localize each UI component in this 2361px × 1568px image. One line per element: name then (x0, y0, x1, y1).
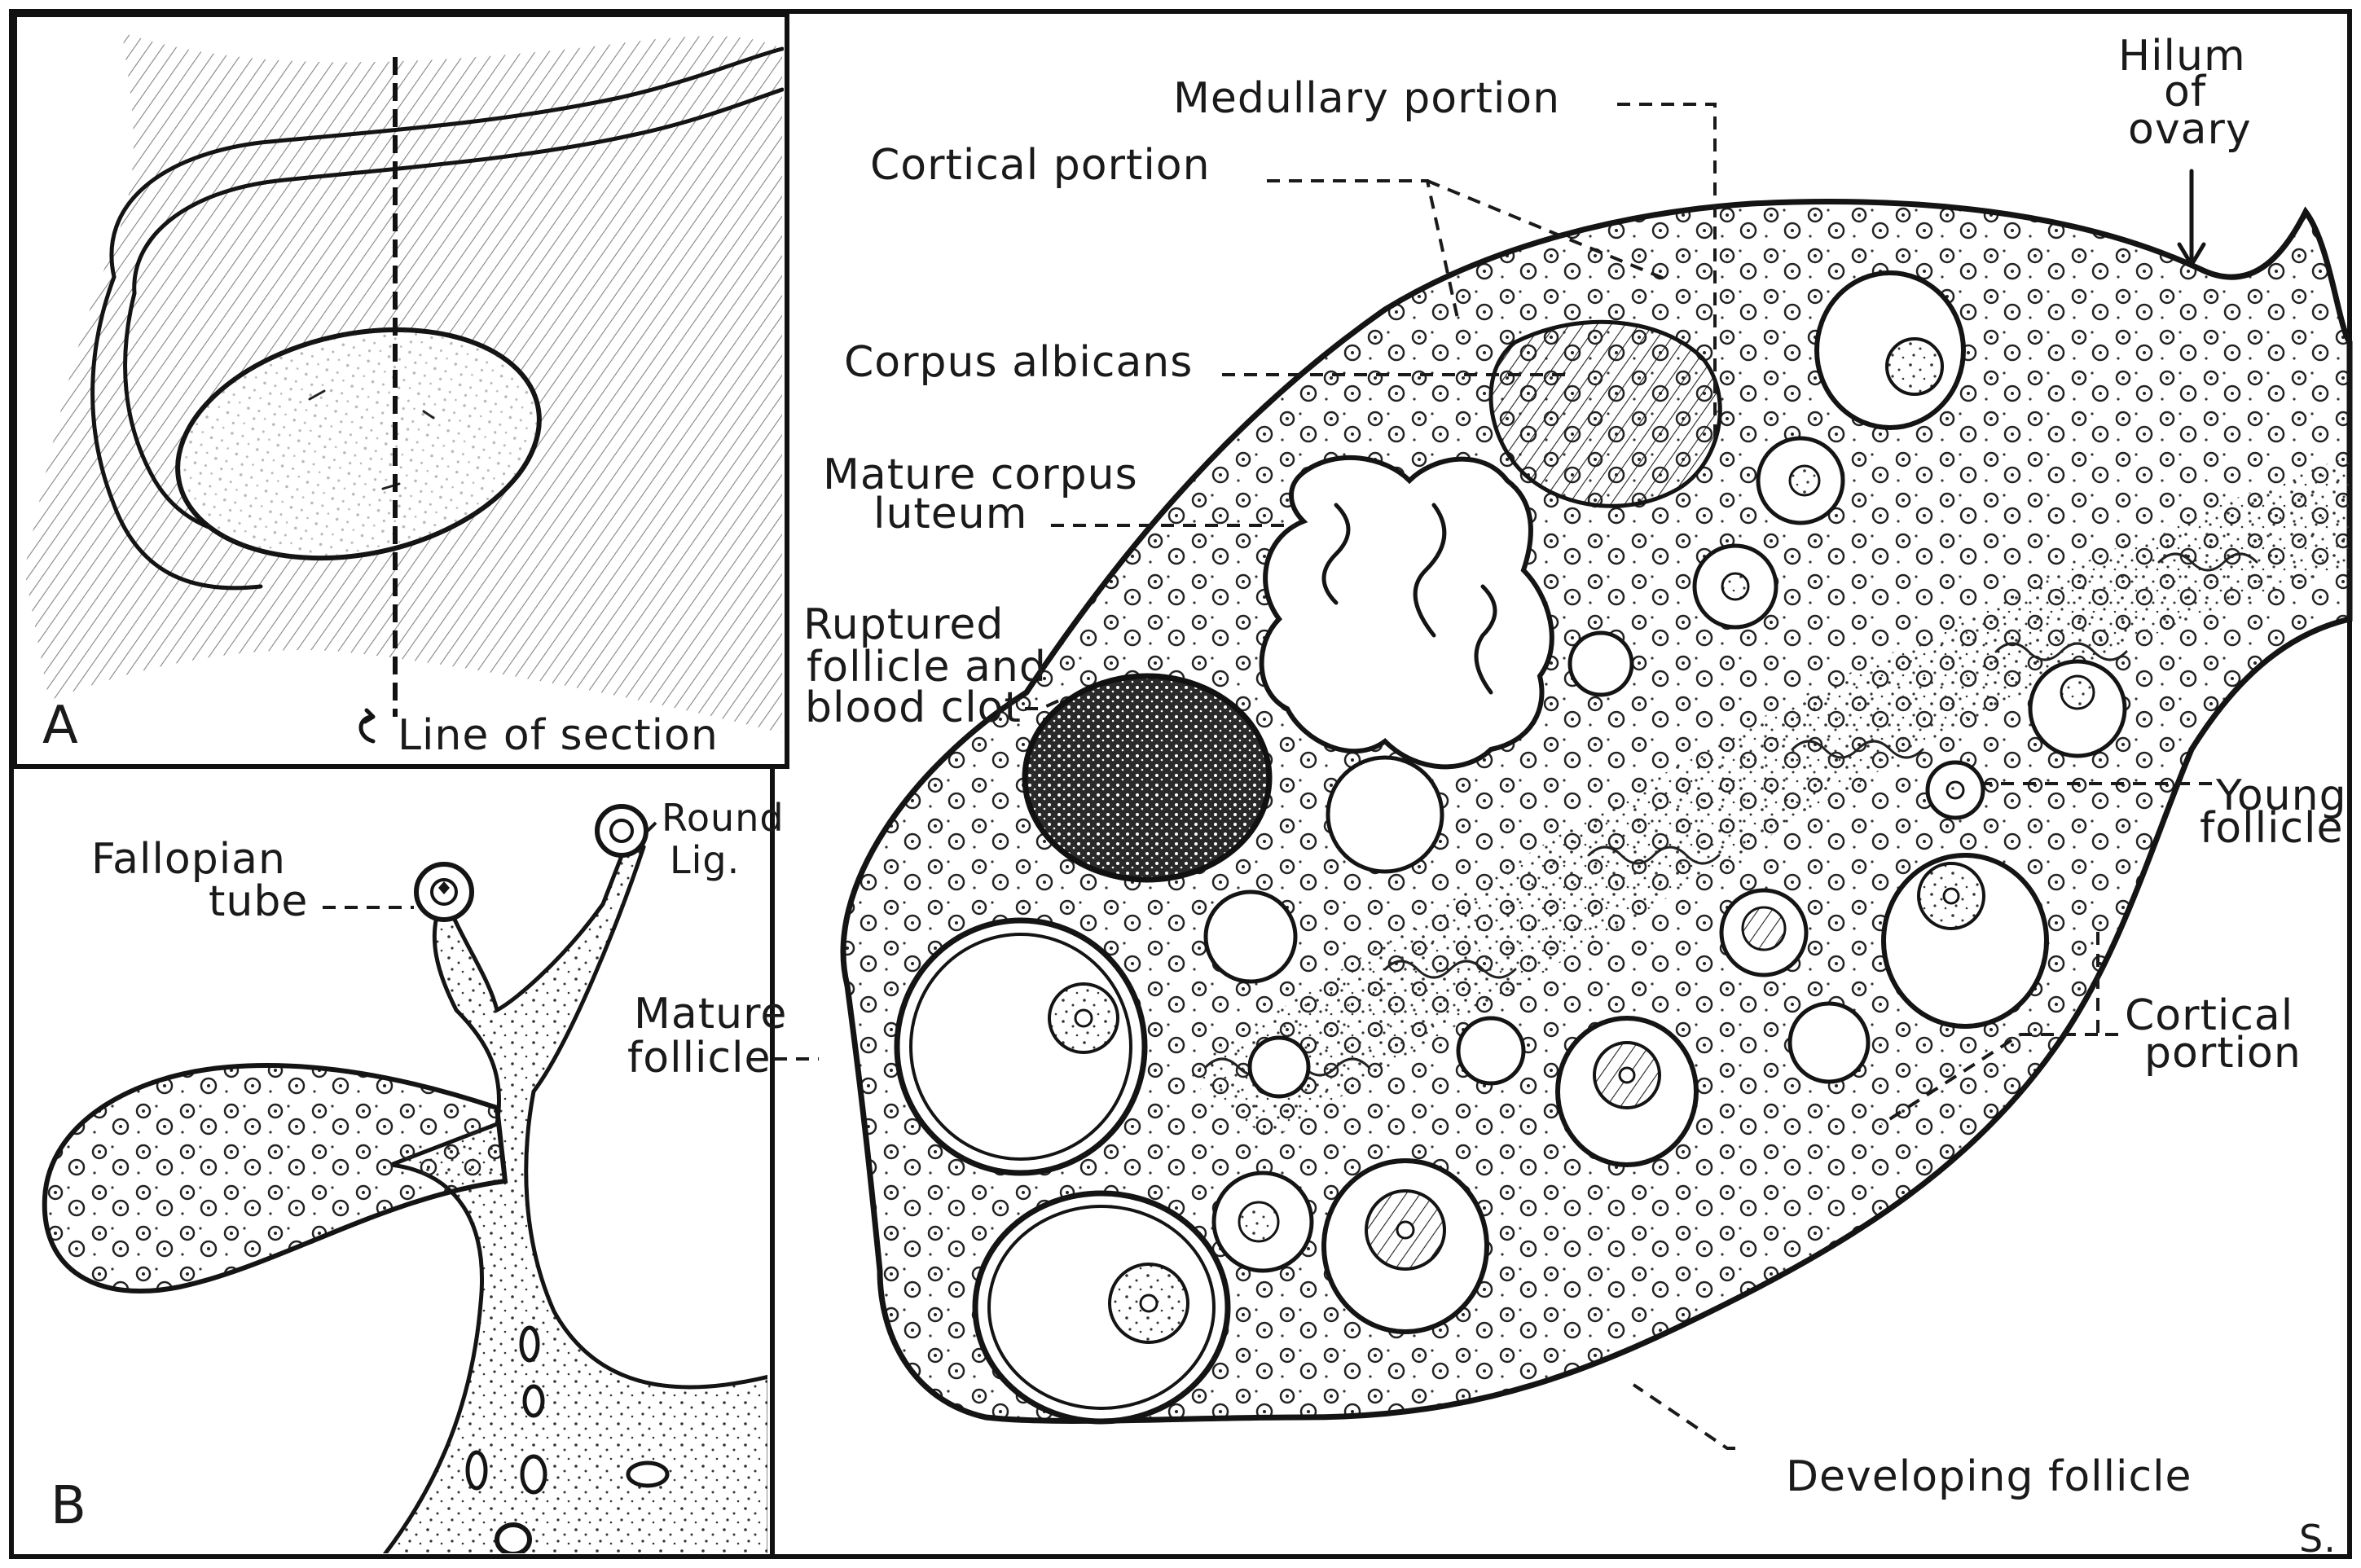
mature-follicle-label-2: follicle (627, 1034, 772, 1083)
fallopian-tube-label-2: tube (209, 877, 308, 926)
panel-b-ovary (45, 1065, 505, 1291)
round-lig-label-1: Round (662, 796, 785, 840)
round-lig-label-2: Lig. (670, 838, 740, 882)
mature-corpus-luteum (1262, 458, 1552, 766)
cortical-portion-top-label: Cortical portion (870, 141, 1211, 190)
cortical-portion-right-label-2: portion (2144, 1029, 2302, 1078)
panel-a-drawing (24, 33, 782, 741)
young-follicle-label-2: follicle (2200, 804, 2344, 853)
ruptured-follicle-label-3: blood clot (805, 683, 1022, 732)
hilum-label-3: ovary (2128, 105, 2252, 154)
panel-b-letter: B (51, 1476, 87, 1536)
panel-b-drawing (45, 806, 769, 1557)
corpus-albicans-label: Corpus albicans (844, 338, 1193, 387)
mature-corpus-luteum-label-2: luteum (873, 490, 1027, 538)
developing-follicle-label: Developing follicle (1786, 1452, 2192, 1501)
fallopian-tube-label-1: Fallopian (91, 835, 286, 884)
panel-a-letter: A (42, 696, 79, 756)
ruptured-follicle-blood-clot (1025, 676, 1269, 880)
medullary-portion-label: Medullary portion (1173, 74, 1560, 123)
ruptured-follicle-label-1: Ruptured (803, 600, 1004, 649)
mature-follicle-label-1: Mature (634, 990, 787, 1039)
large-follicle-lower (975, 1193, 1228, 1421)
mature-follicle (897, 920, 1145, 1173)
line-of-section-label: Line of section (398, 711, 719, 760)
artist-signature: S. (2299, 1517, 2337, 1561)
